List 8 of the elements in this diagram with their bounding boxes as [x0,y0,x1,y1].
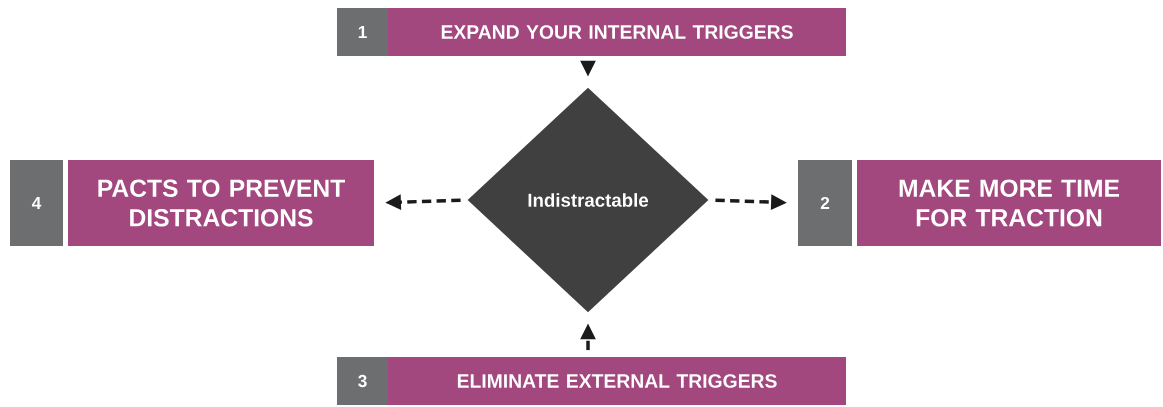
number-box: 4 [10,160,63,246]
title-box: MAKE MORE TIME FOR TRACTION [857,160,1161,246]
title-box: PACTS TO PREVENT DISTRACTIONS [68,160,374,246]
title-box: EXPAND YOUR INTERNAL TRIGGERS [388,8,846,56]
title-box: ELIMINATE EXTERNAL TRIGGERS [388,357,846,405]
number-box: 1 [337,8,388,56]
number-box: 3 [337,357,388,405]
number-box: 2 [798,160,852,246]
